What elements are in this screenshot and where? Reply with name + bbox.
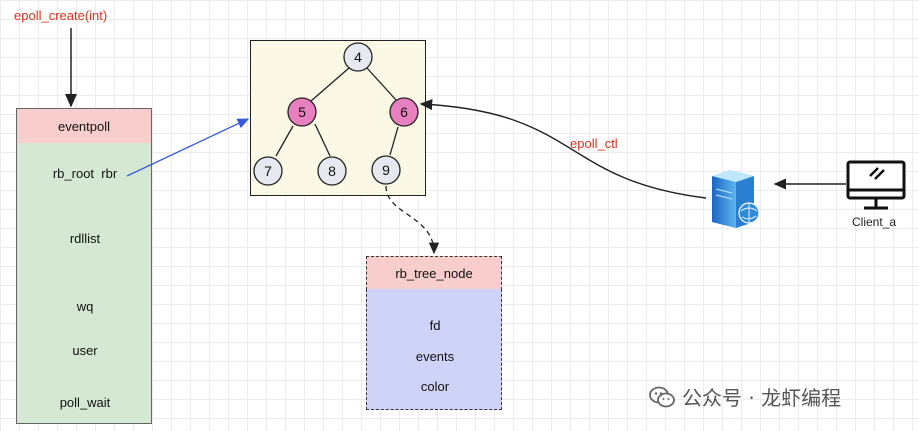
field-wq: wq	[76, 299, 94, 314]
tree-node-6: 6	[389, 97, 419, 127]
wechat-icon	[649, 386, 675, 407]
edge-4-6	[366, 67, 397, 101]
epoll-create-label: epoll_create(int)	[14, 8, 108, 23]
field-user: user	[72, 343, 98, 358]
eventpoll-body: rb_root rbr rdllist wq user poll_wait	[16, 143, 152, 424]
rb-tree-node-body: fd events color	[366, 289, 502, 410]
field-poll-wait: poll_wait	[59, 395, 111, 410]
svg-text:5: 5	[298, 104, 306, 120]
rb-tree-node-title: rb_tree_node	[395, 265, 473, 281]
monitor-icon	[846, 160, 906, 210]
tree-node-8: 8	[317, 156, 347, 186]
field-rb-root: rb_root rbr	[52, 166, 118, 181]
watermark: 公众号 · 龙虾编程	[648, 382, 841, 411]
rb-tree-node-header: rb_tree_node	[366, 256, 502, 290]
svg-text:7: 7	[264, 163, 272, 179]
node-field-events: events	[415, 349, 455, 364]
client-label: Client_a	[852, 215, 897, 229]
tree-node-7: 7	[253, 156, 283, 186]
node-field-fd: fd	[429, 318, 441, 333]
svg-text:4: 4	[354, 49, 362, 65]
svg-text:8: 8	[328, 163, 336, 179]
tree-node-5: 5	[287, 97, 317, 127]
rbr-pointer-arrow	[126, 118, 250, 177]
watermark-text: 公众号 · 龙虾编程	[682, 386, 842, 410]
edge-5-7	[275, 125, 294, 157]
edge-5-8	[314, 123, 331, 157]
epoll-ctl-label: epoll_ctl	[570, 136, 618, 151]
svg-text:6: 6	[400, 104, 408, 120]
edge-6-9	[389, 126, 399, 156]
node9-to-struct-arrow	[385, 185, 440, 255]
epoll-ctl-arrow	[419, 98, 707, 199]
svg-text:9: 9	[382, 162, 390, 178]
server-icon	[712, 170, 760, 228]
node-field-color: color	[420, 379, 450, 394]
edge-4-5	[310, 67, 350, 102]
field-rdllist: rdllist	[69, 231, 101, 246]
tree-node-9: 9	[371, 155, 401, 185]
eventpoll-title: eventpoll	[57, 118, 111, 134]
tree-node-4: 4	[343, 42, 373, 72]
